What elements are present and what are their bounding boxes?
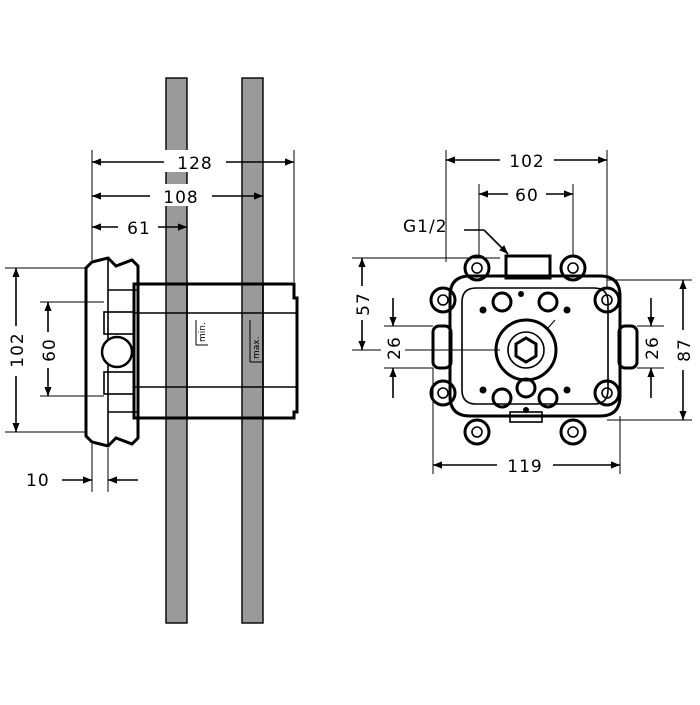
dim-119: 119: [507, 457, 542, 477]
dim-102-front: 102: [509, 152, 544, 172]
dim-60-side: 60: [40, 338, 60, 362]
dim-87: 87: [675, 338, 695, 362]
valve-body-side: [84, 256, 299, 448]
dim-128: 128: [177, 154, 212, 174]
label-max: max.: [252, 337, 262, 359]
label-min: min.: [198, 322, 208, 342]
dim-108: 108: [163, 188, 198, 208]
dim-26-left: 26: [385, 336, 405, 360]
thread-label: G1/2: [403, 217, 448, 237]
side-view: min. max. 128 108 61 102 60 10: [4, 77, 299, 624]
front-view: 102 60 G1/2 57 26 26 87 119: [350, 148, 695, 477]
dim-26-right: 26: [643, 336, 663, 360]
dim-57: 57: [354, 292, 374, 316]
dim-10: 10: [26, 471, 50, 491]
dim-60-front: 60: [515, 186, 539, 206]
dim-61: 61: [127, 219, 151, 239]
dim-102-side: 102: [8, 332, 28, 367]
